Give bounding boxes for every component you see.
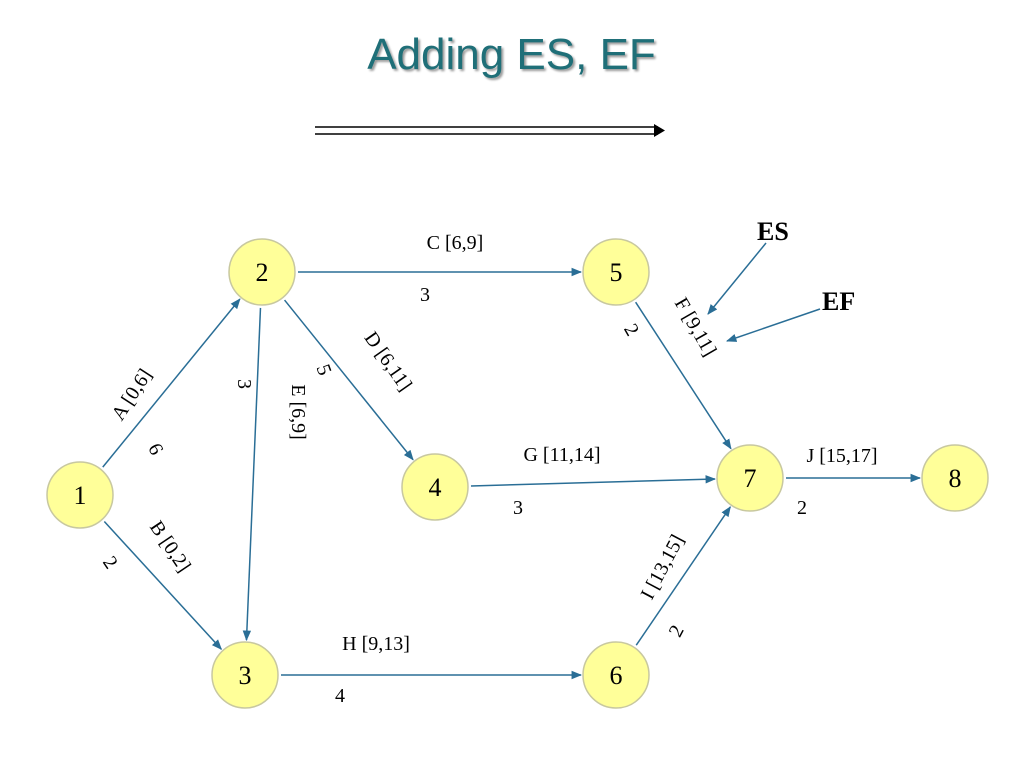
activity-label: F [9,11]	[670, 294, 721, 360]
activity-duration: 6	[143, 440, 167, 459]
title-underline-arrow	[315, 124, 665, 137]
activity-label: I [13,15]	[637, 531, 689, 603]
ef-legend: EF	[726, 287, 855, 342]
activity-arrow-2-4	[283, 299, 414, 461]
activity-label: H [9,13]	[342, 633, 410, 655]
activity-label: C [6,9]	[427, 232, 484, 254]
activity-arrow-1-2	[102, 298, 241, 468]
activity-label: A [0,6]	[107, 365, 156, 425]
node-6: 6	[582, 641, 650, 709]
es-pointer-arrow	[707, 242, 767, 315]
activity-duration: 4	[335, 685, 345, 707]
activity-duration: 5	[312, 361, 336, 378]
activity-duration: 2	[98, 552, 122, 573]
node-circle	[211, 641, 279, 709]
es-label: ES	[757, 217, 789, 246]
activity-arrow-5-7	[635, 301, 732, 450]
activity-label: E [6,9]	[287, 384, 309, 440]
activity-duration: 3	[233, 379, 255, 389]
node-7: 7	[716, 444, 784, 512]
es-legend: ES	[707, 217, 789, 315]
activity-duration: 3	[420, 284, 430, 306]
node-number: 7	[744, 464, 757, 493]
node-5: 5	[582, 238, 650, 306]
node-4: 4	[401, 453, 469, 521]
activity-duration: 2	[665, 622, 689, 641]
activity-label: B [0,2]	[145, 517, 195, 576]
activity-arrow-2-3	[242, 307, 262, 642]
node-circle	[228, 238, 296, 306]
activity-duration: 2	[797, 497, 807, 519]
node-circle	[716, 444, 784, 512]
activity-arrow-6-7	[635, 506, 731, 646]
ef-pointer-arrow	[726, 308, 821, 342]
node-number: 6	[610, 661, 623, 690]
node-circle	[582, 238, 650, 306]
node-8: 8	[921, 444, 989, 512]
node-number: 3	[239, 661, 252, 690]
activity-arrow-4-7	[470, 475, 717, 487]
nodes-layer: 1 2 3 4 5 6 7 8	[46, 238, 989, 709]
node-1: 1	[46, 461, 114, 529]
node-circle	[582, 641, 650, 709]
edges-layer	[102, 267, 922, 680]
node-3: 3	[211, 641, 279, 709]
activity-label: G [11,14]	[523, 444, 600, 466]
page-title: Adding ES, EF	[367, 30, 656, 79]
activity-duration: 2	[619, 320, 643, 340]
activity-duration: 3	[513, 497, 523, 519]
activity-label: J [15,17]	[806, 445, 877, 467]
node-circle	[46, 461, 114, 529]
node-2: 2	[228, 238, 296, 306]
activity-arrow-1-3	[103, 521, 223, 650]
node-number: 1	[74, 481, 87, 510]
node-circle	[921, 444, 989, 512]
ef-label: EF	[822, 287, 855, 316]
node-number: 8	[949, 464, 962, 493]
node-number: 2	[256, 258, 269, 287]
node-number: 4	[429, 473, 442, 502]
activity-label: D [6,11]	[360, 328, 416, 396]
node-circle	[401, 453, 469, 521]
node-number: 5	[610, 258, 623, 287]
